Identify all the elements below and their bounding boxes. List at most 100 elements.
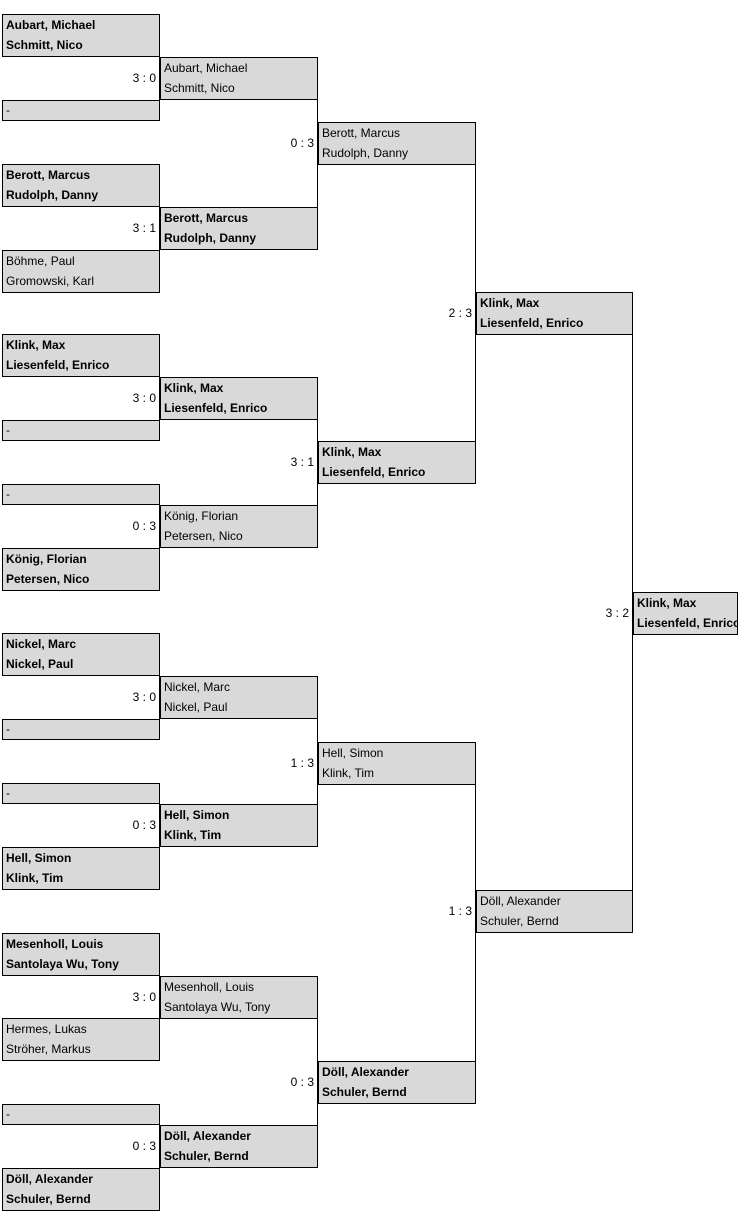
bracket-connector-line <box>317 719 318 804</box>
bracket-connector-line <box>159 57 160 100</box>
bye-label: - <box>6 1107 10 1121</box>
player-name: Liesenfeld, Enrico <box>480 316 584 330</box>
bye-box-round-of-16-2: - <box>2 100 160 121</box>
player-name: Aubart, Michael <box>164 61 248 75</box>
bracket-connector-line <box>159 1125 160 1168</box>
player-name: Petersen, Nico <box>164 529 243 543</box>
player-name: Santolaya Wu, Tony <box>164 1000 271 1014</box>
player-name: Berott, Marcus <box>164 211 249 225</box>
bracket-connector-line <box>317 420 318 505</box>
bye-box-round-of-16-10: - <box>2 719 160 740</box>
player-name: Ströher, Markus <box>6 1042 91 1056</box>
player-name: Hell, Simon <box>6 851 72 865</box>
match-score-quarterfinals-1: 3 : 0 <box>132 71 156 85</box>
player-name: Schmitt, Nico <box>6 38 83 52</box>
player-name: Liesenfeld, Enrico <box>637 616 738 630</box>
player-name: Nickel, Paul <box>6 657 74 671</box>
player-name: Klink, Tim <box>6 871 64 885</box>
player-name: Berott, Marcus <box>322 126 401 140</box>
player-name: Mesenholl, Louis <box>6 937 104 951</box>
player-name: Hell, Simon <box>164 808 230 822</box>
player-name: Schuler, Bernd <box>322 1085 407 1099</box>
player-name: Berott, Marcus <box>6 168 91 182</box>
bracket-connector-line <box>159 377 160 420</box>
player-name: Böhme, Paul <box>6 254 75 268</box>
bracket-connector-line <box>159 804 160 847</box>
bracket-connector-line <box>475 785 476 1061</box>
player-name: Aubart, Michael <box>6 18 96 32</box>
player-name: Rudolph, Danny <box>6 188 98 202</box>
player-name: Döll, Alexander <box>480 894 561 908</box>
player-name: König, Florian <box>164 509 239 523</box>
match-score-semifinals-1: 0 : 3 <box>290 136 314 150</box>
bracket-connector-line <box>632 335 633 890</box>
player-name: König, Florian <box>6 552 87 566</box>
bye-box-round-of-16-7: - <box>2 484 160 505</box>
bracket-connector-line <box>317 100 318 207</box>
player-name: Schmitt, Nico <box>164 81 235 95</box>
bracket-connector-line <box>159 207 160 250</box>
player-name: Gromowski, Karl <box>6 274 95 288</box>
match-score-final-2: 1 : 3 <box>448 904 472 918</box>
player-name: Mesenholl, Louis <box>164 980 255 994</box>
player-name: Liesenfeld, Enrico <box>322 465 426 479</box>
bye-label: - <box>6 103 10 117</box>
bye-label: - <box>6 722 10 736</box>
match-score-semifinals-3: 1 : 3 <box>290 756 314 770</box>
player-name: Döll, Alexander <box>164 1129 251 1143</box>
match-score-quarterfinals-4: 0 : 3 <box>132 519 156 533</box>
player-name: Schuler, Bernd <box>164 1149 249 1163</box>
bye-box-round-of-16-6: - <box>2 420 160 441</box>
match-score-quarterfinals-2: 3 : 1 <box>132 221 156 235</box>
player-name: Klink, Tim <box>164 828 222 842</box>
bye-box-round-of-16-11: - <box>2 783 160 804</box>
player-name: Nickel, Marc <box>164 680 231 694</box>
bracket-connector-line <box>159 976 160 1018</box>
bye-box-round-of-16-15: - <box>2 1104 160 1125</box>
bracket-connector-line <box>317 1019 318 1125</box>
player-name: Klink, Max <box>322 445 382 459</box>
player-name: Döll, Alexander <box>6 1172 93 1186</box>
match-score-semifinals-2: 3 : 1 <box>290 455 314 469</box>
bracket-connector-line <box>159 505 160 548</box>
player-name: Klink, Max <box>164 381 224 395</box>
bracket-connector-line <box>475 165 476 441</box>
match-score-quarterfinals-6: 0 : 3 <box>132 818 156 832</box>
bracket-connector-line <box>159 676 160 719</box>
player-name: Liesenfeld, Enrico <box>164 401 268 415</box>
player-name: Santolaya Wu, Tony <box>6 957 119 971</box>
match-score-quarterfinals-8: 0 : 3 <box>132 1139 156 1153</box>
player-name: Hell, Simon <box>322 746 384 760</box>
player-name: Liesenfeld, Enrico <box>6 358 110 372</box>
player-name: Schuler, Bernd <box>6 1192 91 1206</box>
match-score-champion-1: 3 : 2 <box>605 606 629 620</box>
player-name: Petersen, Nico <box>6 572 90 586</box>
player-name: Hermes, Lukas <box>6 1022 87 1036</box>
match-score-quarterfinals-7: 3 : 0 <box>132 990 156 1004</box>
player-name: Klink, Max <box>480 296 540 310</box>
player-name: Rudolph, Danny <box>322 146 409 160</box>
player-name: Nickel, Paul <box>164 700 228 714</box>
player-name: Klink, Tim <box>322 766 375 780</box>
player-name: Rudolph, Danny <box>164 231 256 245</box>
